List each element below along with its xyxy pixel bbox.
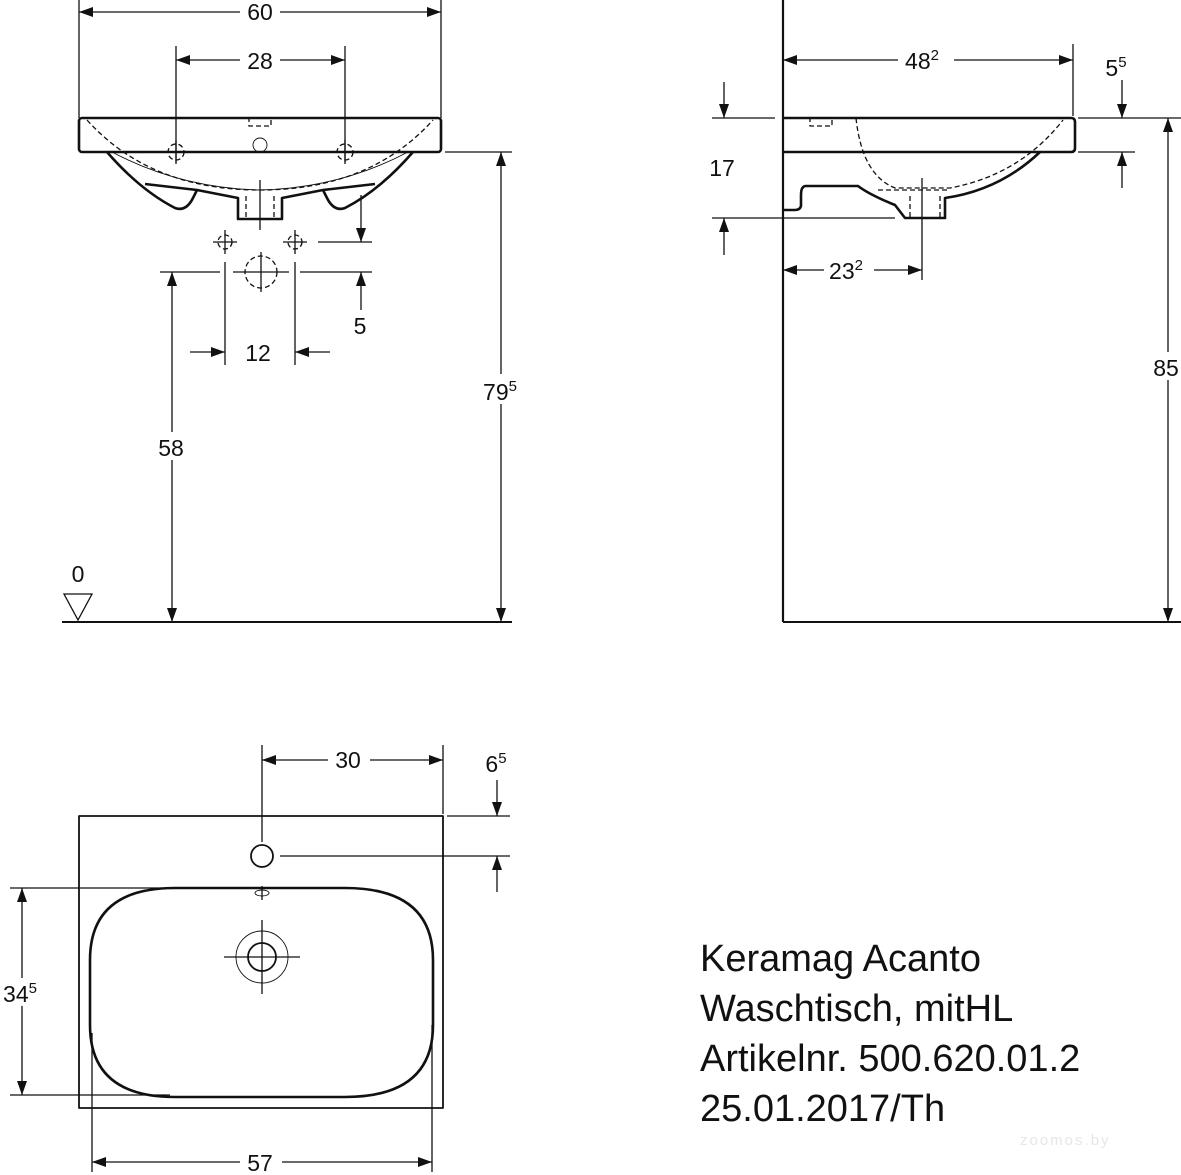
dim-tap-hole-offset-6-5: 65	[485, 750, 506, 777]
dim-tap-spacing-28: 28	[247, 48, 273, 74]
product-info: Keramag Acanto Waschtisch, mitHL Artikel…	[700, 934, 1080, 1134]
dim-tap-hole-distance-30: 30	[335, 747, 361, 773]
tap-hole-marker	[166, 140, 186, 164]
dim-total-height-85: 85	[1153, 355, 1179, 381]
drain-icon	[224, 920, 300, 994]
floor-level-icon	[62, 593, 94, 622]
supply-marker	[213, 230, 237, 254]
dim-basin-width-57: 57	[247, 1150, 273, 1175]
drawing-date: 25.01.2017/Th	[700, 1088, 946, 1130]
tap-hole	[250, 844, 274, 868]
overflow-icon	[254, 886, 270, 900]
front-view: 60 28 5 12 58	[62, 0, 528, 623]
dim-supply-offset-5: 5	[354, 313, 367, 339]
basin-outline	[78, 815, 444, 1109]
top-view: 30 65 345 57	[0, 745, 510, 1175]
watermark: zoomos.by	[1020, 1132, 1111, 1149]
side-view: 482 55 85 17 232	[709, 0, 1181, 623]
article-number: Artikelnr. 500.620.01.2	[700, 1038, 1081, 1080]
bowl-outline	[88, 886, 435, 1099]
dim-depth-48-2: 482	[905, 47, 939, 74]
drain-marker	[233, 252, 289, 292]
dim-width-60: 60	[247, 0, 273, 25]
product-type: Waschtisch, mitHL	[700, 988, 1014, 1030]
supply-marker	[283, 230, 307, 254]
dim-rim-height-79-5: 795	[483, 378, 517, 405]
dim-drain-distance-23-2: 232	[829, 257, 863, 284]
tap-hole-marker	[335, 140, 355, 164]
dim-basin-height-17: 17	[709, 155, 735, 181]
product-name: Keramag Acanto	[700, 938, 981, 980]
basin-rim	[77, 116, 443, 154]
dim-supply-spacing-12: 12	[245, 340, 271, 366]
dim-basin-depth-34-5: 345	[3, 980, 37, 1007]
dim-rim-thickness-5-5: 55	[1105, 54, 1126, 81]
dim-drain-height-58: 58	[158, 435, 184, 461]
floor-level-label: 0	[72, 561, 85, 587]
